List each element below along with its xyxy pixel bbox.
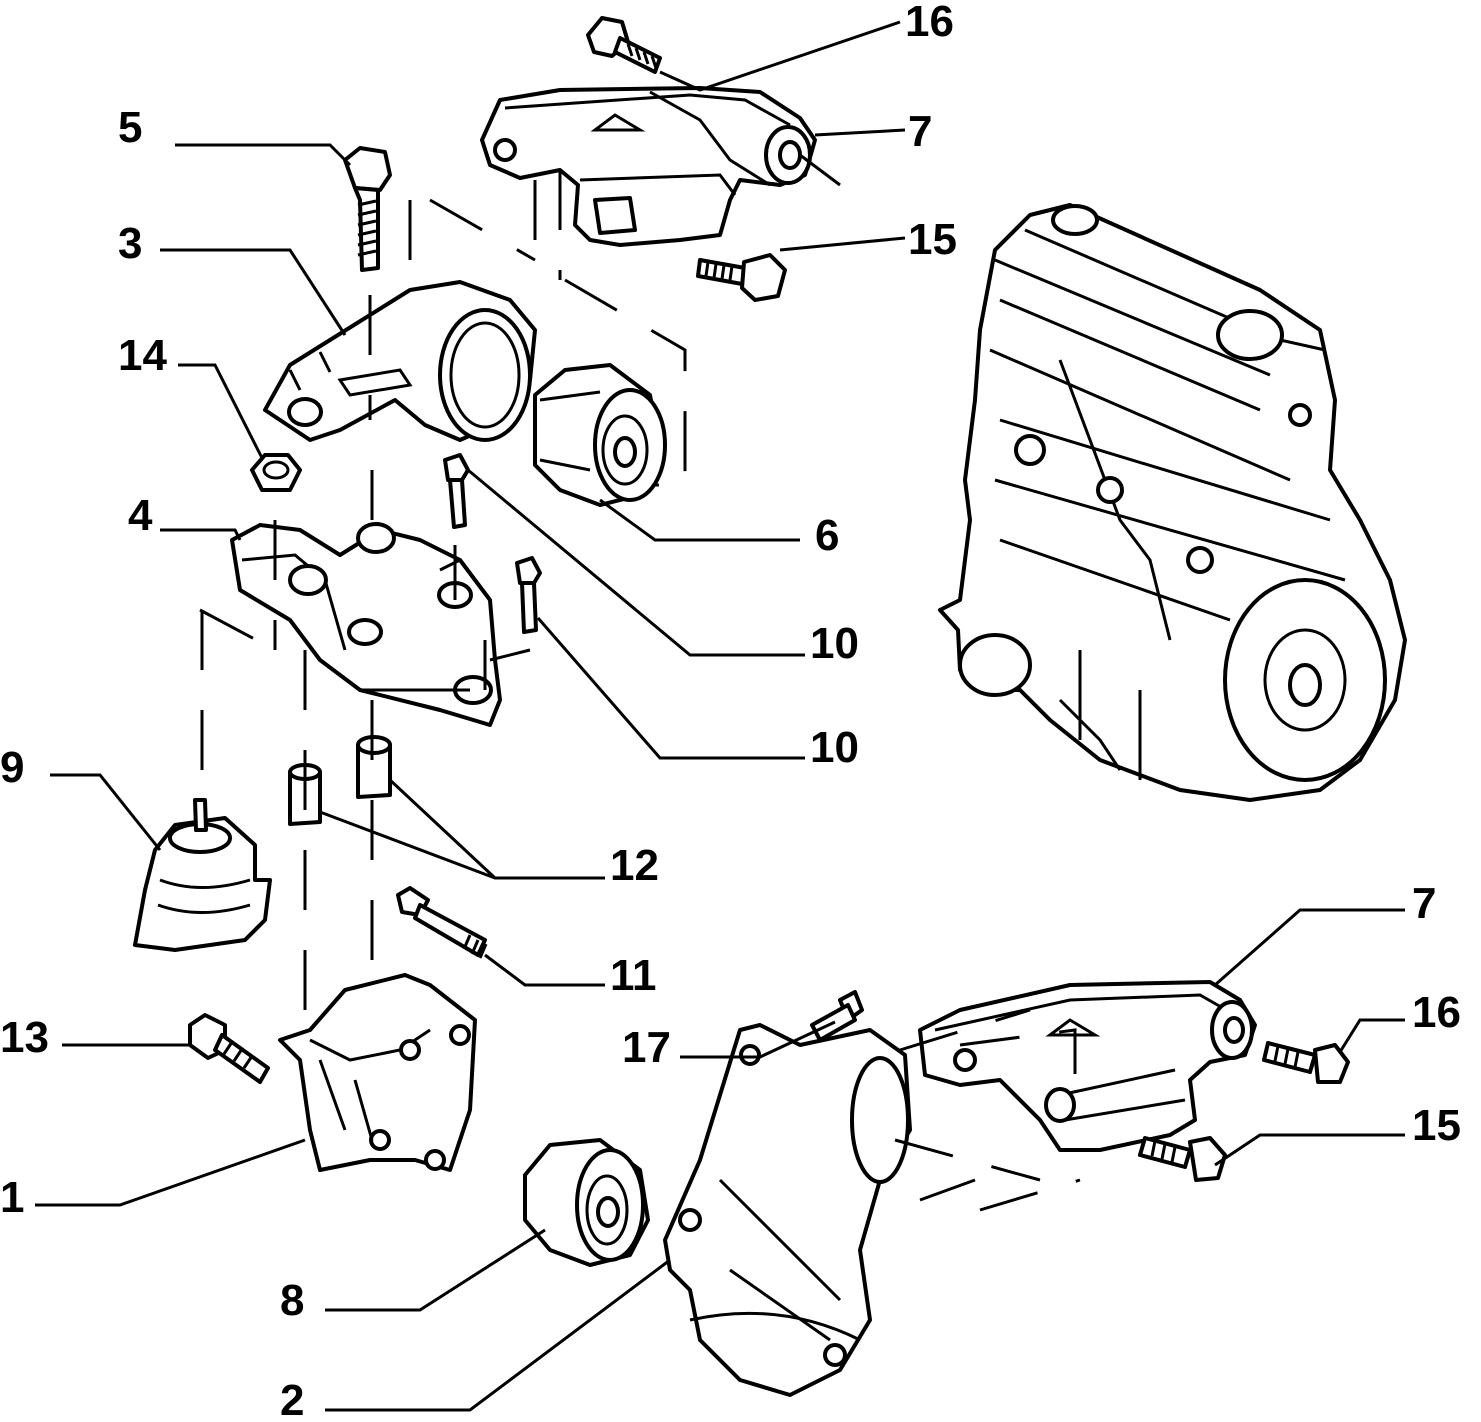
mount-1: [278, 973, 477, 1172]
callout-6: 6: [815, 511, 839, 560]
leader-3: [160, 248, 347, 336]
leader-2: [325, 1258, 671, 1412]
leader-16a: [659, 20, 901, 92]
callout-7-top: 7: [908, 107, 932, 156]
leader-lines: [35, 20, 1405, 1412]
bushing-6: [533, 363, 667, 507]
bolt-10-b: [515, 556, 542, 634]
callout-15-bottom: 15: [1412, 1101, 1461, 1150]
nut-14: [250, 453, 302, 492]
callout-12: 12: [610, 841, 659, 890]
leader-9: [50, 773, 162, 851]
bolt-17: [810, 990, 864, 1042]
callout-16-bottom: 16: [1412, 988, 1461, 1037]
leader-5: [175, 143, 352, 167]
leader-11: [484, 953, 605, 987]
leader-10b: [536, 617, 805, 760]
assembly-guide-lines: [199, 170, 1081, 1212]
leader-8: [325, 1228, 546, 1312]
callout-10-upper: 10: [810, 619, 859, 668]
engine-illustration: [938, 203, 1407, 802]
leader-7b: [1214, 908, 1405, 987]
callout-17: 17: [622, 1023, 671, 1072]
mount-9: [133, 798, 272, 952]
bolt-10-a: [443, 453, 470, 529]
leader-7a: [799, 128, 906, 187]
bolt-5: [343, 146, 392, 272]
bolt-15-top: [696, 253, 787, 302]
callout-1: 1: [0, 1173, 24, 1222]
callout-8: 8: [280, 1276, 304, 1325]
bracket-7-top: [480, 86, 817, 247]
spacer-12-b: [356, 735, 392, 799]
callout-10-lower: 10: [810, 723, 859, 772]
leader-4: [160, 528, 242, 541]
leader-6: [599, 498, 800, 542]
callout-7-bottom: 7: [1412, 879, 1436, 928]
callout-9: 9: [0, 743, 24, 792]
callout-2: 2: [280, 1376, 304, 1422]
leader-17: [680, 1020, 836, 1059]
callout-3: 3: [118, 219, 142, 268]
callout-5: 5: [118, 103, 142, 152]
leader-16b: [1338, 1018, 1405, 1053]
bolt-13: [188, 1013, 270, 1084]
callout-4: 4: [128, 491, 153, 540]
callout-14: 14: [118, 331, 167, 380]
leader-15a: [779, 236, 906, 252]
leader-1: [35, 1138, 306, 1207]
leader-15b: [1214, 1133, 1405, 1167]
bracket-4: [230, 522, 502, 727]
bracket-3: [263, 280, 537, 442]
callout-15-top: 15: [908, 215, 957, 264]
bolt-11: [396, 886, 488, 959]
callout-11: 11: [610, 951, 657, 1000]
bolt-15-bottom: [1138, 1136, 1227, 1182]
callout-13: 13: [0, 1013, 49, 1062]
callout-16-top: 16: [905, 0, 954, 46]
leader-12: [319, 778, 605, 880]
bracket-2: [663, 1023, 912, 1397]
leader-14: [178, 363, 264, 459]
bolt-16-bottom: [1262, 1041, 1350, 1084]
bushing-8: [523, 1138, 650, 1267]
leader-10a: [467, 468, 805, 657]
bracket-7-bottom: [918, 980, 1257, 1152]
bolt-16-top: [586, 16, 662, 74]
